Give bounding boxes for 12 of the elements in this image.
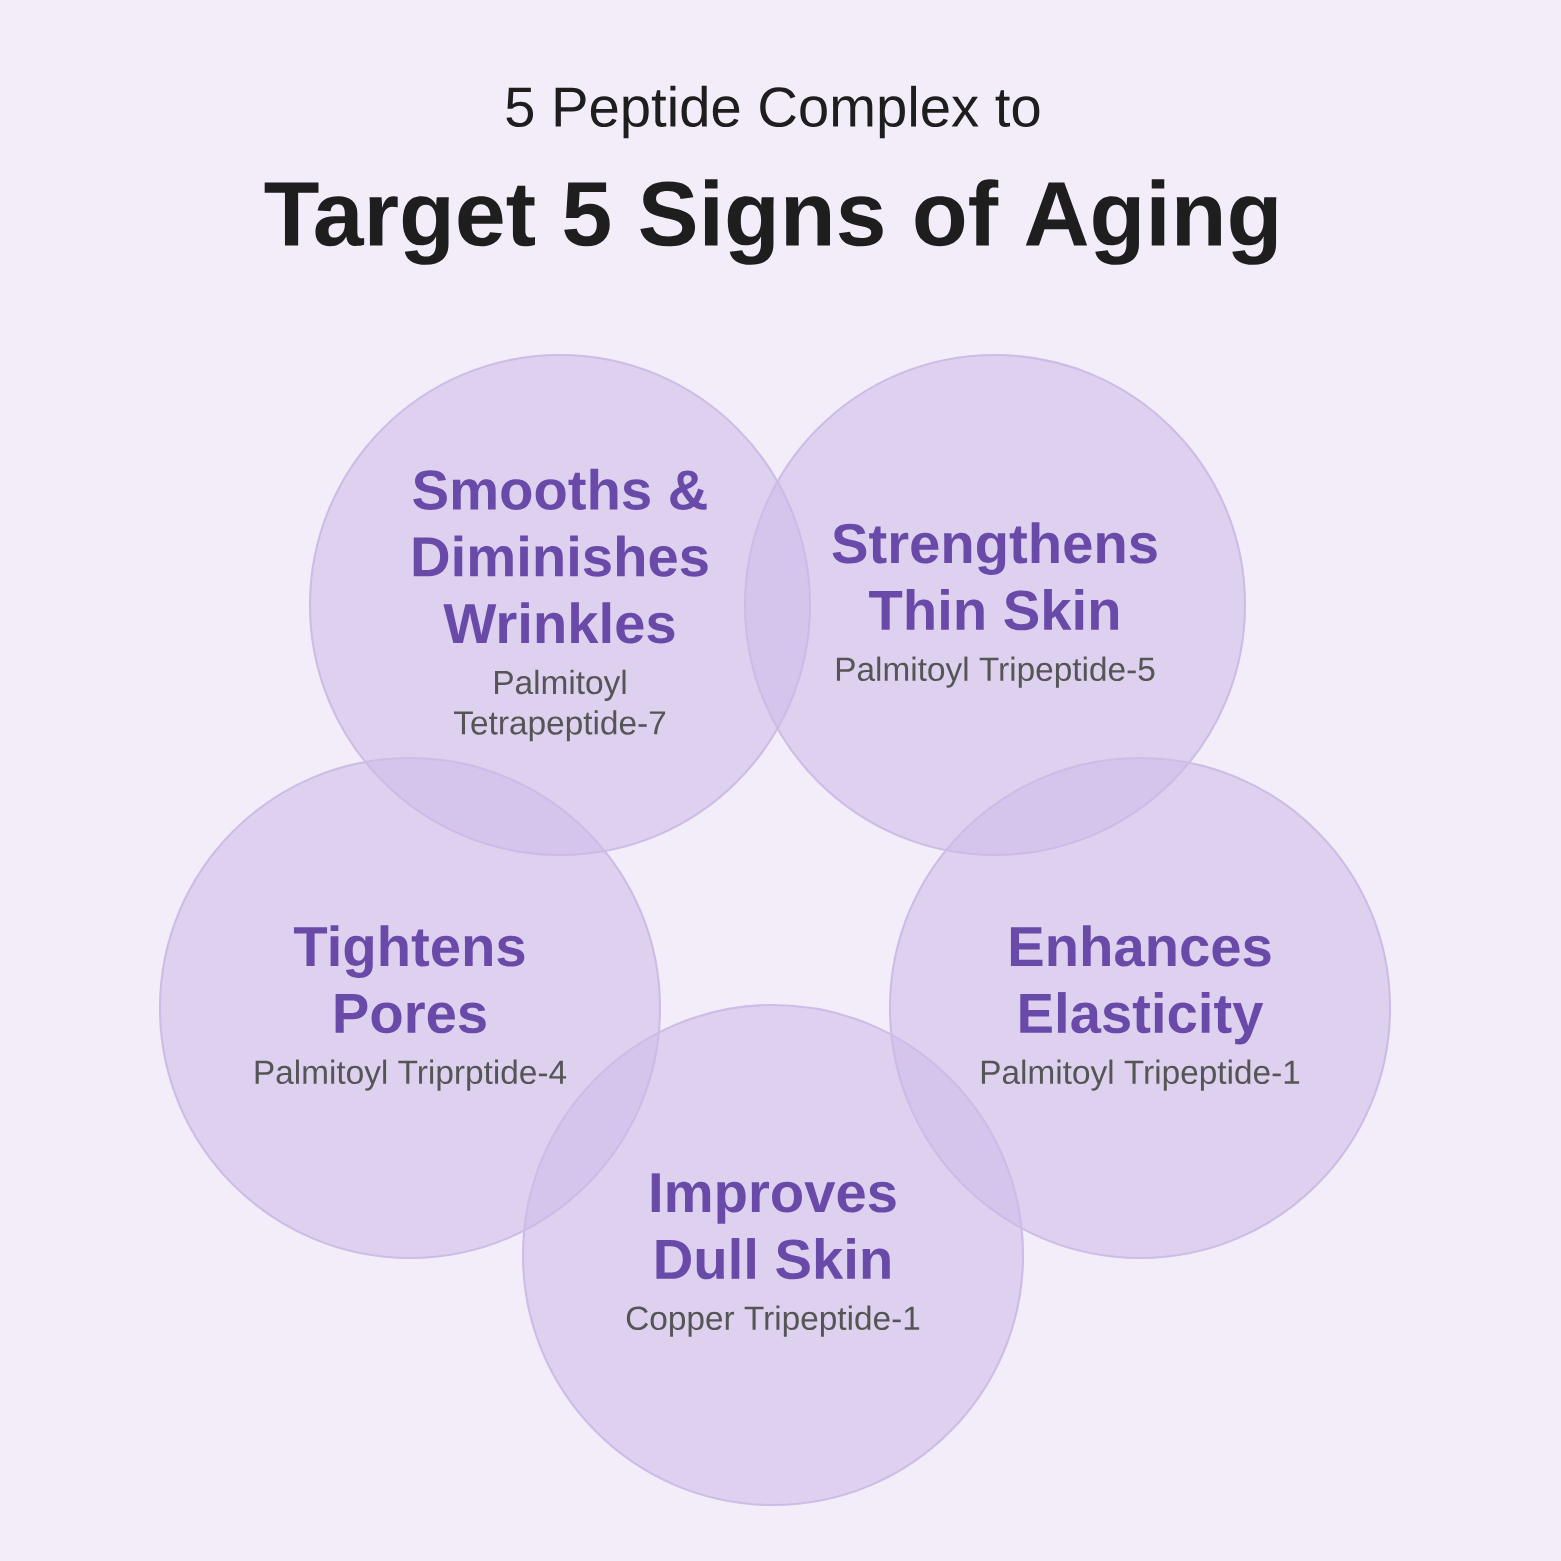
peptide-name: Palmitoyl Triprptide-4 bbox=[255, 1059, 567, 1091]
circle-heading: Improves Dull Skin bbox=[651, 1173, 896, 1280]
circle-heading: Smooths & Diminishes Wrinkles bbox=[413, 468, 708, 644]
circle-heading: Tightens Pores bbox=[293, 925, 525, 1034]
peptide-name: Copper Tripeptide-1 bbox=[626, 1305, 920, 1337]
subtitle: 5 Peptide Complex to bbox=[506, 85, 1040, 139]
circle-heading: Enhances Elasticity bbox=[1010, 925, 1271, 1045]
title: Target 5 Signs of Aging bbox=[264, 179, 1277, 265]
peptide-name: Palmitoyl Tripeptide-1 bbox=[981, 1059, 1300, 1091]
peptide-name: Palmitoyl Tripeptide-5 bbox=[836, 656, 1155, 688]
circle-heading: Strengthens Thin Skin bbox=[832, 522, 1157, 631]
peptide-name: Palmitoyl Tetrapeptide-7 bbox=[454, 669, 666, 742]
